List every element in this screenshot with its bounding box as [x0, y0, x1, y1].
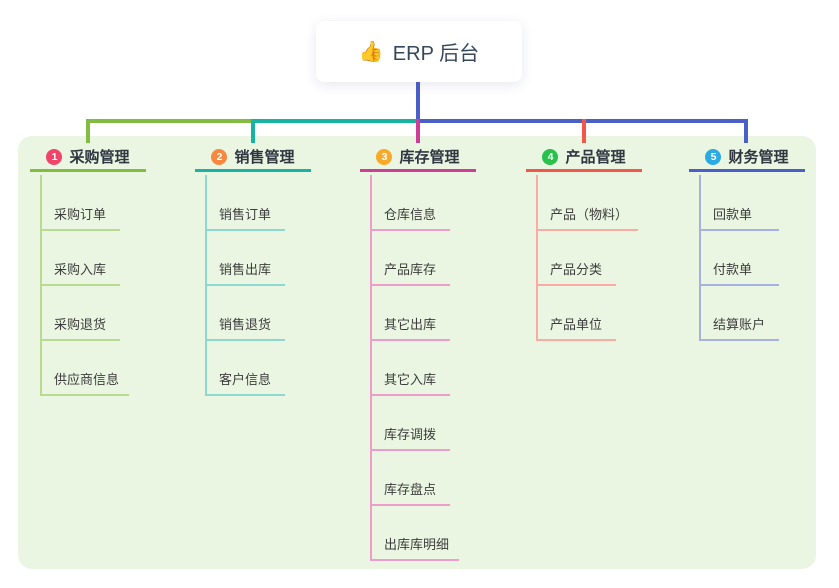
child-node-产品（物料）[interactable]: 产品（物料）	[536, 206, 639, 231]
branch-title-label: 采购管理	[69, 149, 130, 166]
connector-drop-产品管理	[582, 119, 586, 143]
branch-title-label: 销售管理	[234, 149, 295, 166]
child-node-产品单位[interactable]: 产品单位	[536, 316, 616, 341]
child-node-供应商信息[interactable]: 供应商信息	[40, 371, 130, 396]
root-node-label: ERP 后台	[392, 43, 480, 65]
branch-title-销售管理[interactable]: 2 销售管理	[195, 148, 311, 172]
child-node-付款单[interactable]: 付款单	[699, 261, 779, 286]
branch-title-库存管理[interactable]: 3 库存管理	[360, 148, 476, 172]
branch-number-badge: 3	[376, 148, 393, 165]
child-node-产品库存[interactable]: 产品库存	[370, 261, 450, 286]
branch-title-label: 财务管理	[728, 149, 789, 166]
root-node-erp[interactable]: 👍 ERP 后台	[316, 21, 522, 82]
branch-number-badge: 1	[46, 148, 63, 165]
branch-采购管理: 1 采购管理 采购订单采购入库采购退货供应商信息	[30, 148, 146, 573]
child-node-库存调拨[interactable]: 库存调拨	[370, 426, 450, 451]
child-node-销售订单[interactable]: 销售订单	[205, 206, 285, 231]
child-node-库存盘点[interactable]: 库存盘点	[370, 481, 450, 506]
connector-bus-left-teal	[253, 119, 416, 123]
branch-title-label: 产品管理	[565, 149, 626, 166]
child-node-回款单[interactable]: 回款单	[699, 206, 779, 231]
child-node-采购入库[interactable]: 采购入库	[40, 261, 120, 286]
branch-spine-line	[536, 175, 538, 340]
child-node-其它入库[interactable]: 其它入库	[370, 371, 450, 396]
branch-number-badge: 2	[211, 148, 228, 165]
child-node-其它出库[interactable]: 其它出库	[370, 316, 450, 341]
child-node-客户信息[interactable]: 客户信息	[205, 371, 285, 396]
branch-spine-line	[699, 175, 701, 340]
connector-root-vertical	[416, 82, 420, 123]
child-node-结算账户[interactable]: 结算账户	[699, 316, 779, 341]
child-node-采购订单[interactable]: 采购订单	[40, 206, 120, 231]
connector-drop-财务管理	[744, 119, 748, 143]
branch-销售管理: 2 销售管理 销售订单销售出库销售退货客户信息	[195, 148, 311, 573]
branch-title-财务管理[interactable]: 5 财务管理	[689, 148, 805, 172]
child-node-采购退货[interactable]: 采购退货	[40, 316, 120, 341]
connector-drop-库存管理	[416, 119, 420, 143]
connector-drop-采购管理	[86, 119, 90, 143]
branch-title-产品管理[interactable]: 4 产品管理	[526, 148, 642, 172]
child-node-销售退货[interactable]: 销售退货	[205, 316, 285, 341]
child-node-仓库信息[interactable]: 仓库信息	[370, 206, 450, 231]
connector-drop-销售管理	[251, 119, 255, 143]
thumbs-up-icon: 👍	[358, 41, 384, 63]
child-node-销售出库[interactable]: 销售出库	[205, 261, 285, 286]
connector-bus-left-green	[86, 119, 253, 123]
child-node-产品分类[interactable]: 产品分类	[536, 261, 616, 286]
branch-title-采购管理[interactable]: 1 采购管理	[30, 148, 146, 172]
branches-panel	[18, 136, 816, 569]
branch-库存管理: 3 库存管理 仓库信息产品库存其它出库其它入库库存调拨库存盘点出库库明细	[360, 148, 476, 573]
branch-财务管理: 5 财务管理 回款单付款单结算账户	[689, 148, 805, 573]
branch-number-badge: 5	[705, 148, 722, 165]
branch-number-badge: 4	[542, 148, 559, 165]
branch-产品管理: 4 产品管理 产品（物料） 产品分类产品单位	[526, 148, 642, 573]
branch-title-label: 库存管理	[399, 149, 460, 166]
child-node-出库库明细[interactable]: 出库库明细	[370, 536, 460, 561]
branch-spine-line	[370, 175, 372, 560]
